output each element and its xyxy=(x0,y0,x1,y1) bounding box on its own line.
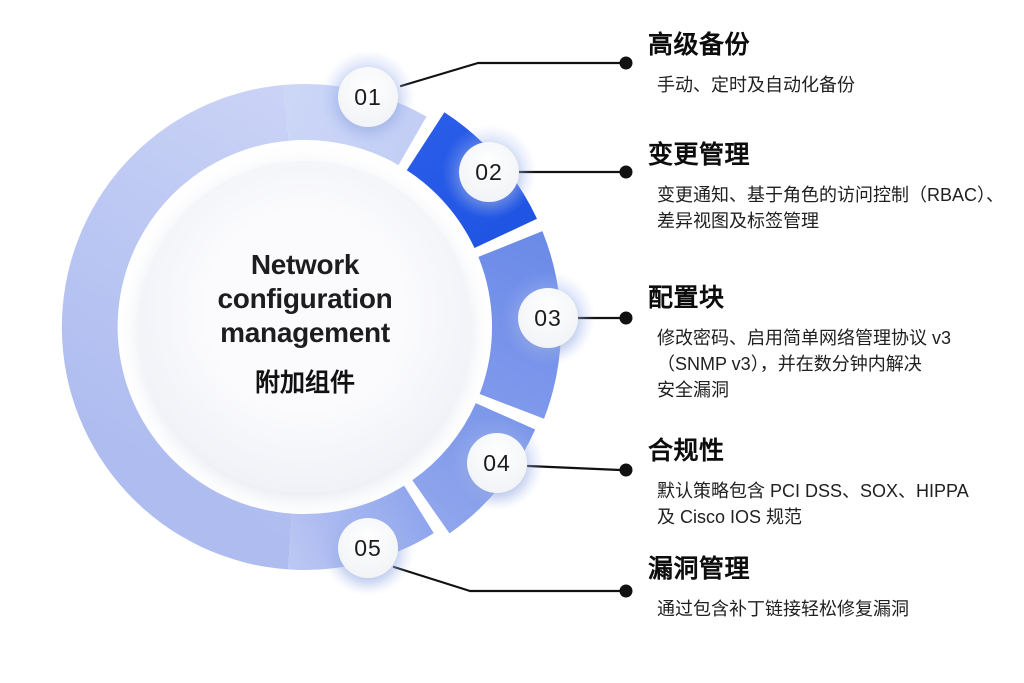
connector-line-1 xyxy=(399,61,623,88)
legend-item-3-desc-line-1: 修改密码、启用简单网络管理协议 v3 xyxy=(657,328,952,348)
legend-item-4-desc: 默认策略包含 PCI DSS、SOX、HIPPA 及 Cisco IOS 规范 xyxy=(657,478,1008,530)
center-label: Network configuration management 附加组件 xyxy=(160,248,450,399)
legend-item-3: 配置块 修改密码、启用简单网络管理协议 v3 （SNMP v3），并在数分钟内解… xyxy=(648,283,1008,403)
connector-dot-4 xyxy=(619,463,633,477)
badge-04: 04 xyxy=(450,416,544,510)
legend-item-2-title: 变更管理 xyxy=(648,141,751,169)
connector-dot-3 xyxy=(619,311,633,325)
legend-item-5-desc-line-1: 通过包含补丁链接轻松修复漏洞 xyxy=(657,599,909,619)
legend-item-2-desc-line-2: 差异视图及标签管理 xyxy=(657,211,819,231)
badge-01-number: 01 xyxy=(354,84,382,110)
legend-item-2-desc-line-1: 变更通知、基于角色的访问控制（RBAC）、 xyxy=(657,185,1005,205)
legend-item-4-desc-line-1: 默认策略包含 PCI DSS、SOX、HIPPA xyxy=(657,481,969,501)
legend-item-3-desc-line-3: 安全漏洞 xyxy=(657,380,729,400)
badge-05: 05 xyxy=(321,501,415,595)
badge-03: 03 xyxy=(501,271,595,365)
badge-02: 02 xyxy=(442,125,536,219)
legend-item-1-desc-line-1: 手动、定时及自动化备份 xyxy=(657,75,855,95)
badge-04-number: 04 xyxy=(483,450,511,476)
badge-02-number: 02 xyxy=(475,159,503,185)
number-badges: 01 02 03 04 05 xyxy=(321,50,595,595)
legend-item-4-title: 合规性 xyxy=(648,437,725,465)
legend-item-3-desc: 修改密码、启用简单网络管理协议 v3 （SNMP v3），并在数分钟内解决 安全… xyxy=(657,325,1008,403)
legend-item-4-desc-line-2: 及 Cisco IOS 规范 xyxy=(657,507,803,527)
legend-item-4: 合规性 默认策略包含 PCI DSS、SOX、HIPPA 及 Cisco IOS… xyxy=(648,436,1008,530)
legend-item-5-title: 漏洞管理 xyxy=(648,555,751,583)
connector-dot-5 xyxy=(619,584,633,598)
badge-01: 01 xyxy=(321,50,415,144)
connector-dot-1 xyxy=(619,56,633,70)
legend-item-3-title: 配置块 xyxy=(648,284,725,312)
connector-dots xyxy=(619,56,633,598)
connector-line-5 xyxy=(392,565,622,593)
legend-item-1: 高级备份 手动、定时及自动化备份 xyxy=(648,30,1008,98)
center-disc xyxy=(139,161,471,493)
legend-item-1-title: 高级备份 xyxy=(648,31,751,59)
center-title: Network configuration management xyxy=(217,249,393,348)
legend-item-2-desc: 变更通知、基于角色的访问控制（RBAC）、 差异视图及标签管理 xyxy=(657,182,1008,234)
badge-05-number: 05 xyxy=(354,535,382,561)
badge-03-number: 03 xyxy=(534,305,562,331)
ring-segment-left-arc xyxy=(61,84,292,570)
legend-item-3-desc-line-2: （SNMP v3），并在数分钟内解决 xyxy=(657,354,922,374)
legend-item-5: 漏洞管理 通过包含补丁链接轻松修复漏洞 xyxy=(648,554,1008,622)
legend-item-1-desc: 手动、定时及自动化备份 xyxy=(657,72,1008,98)
legend-item-5-desc: 通过包含补丁链接轻松修复漏洞 xyxy=(657,596,1008,622)
center-subtitle: 附加组件 xyxy=(254,369,355,397)
legend-item-2: 变更管理 变更通知、基于角色的访问控制（RBAC）、 差异视图及标签管理 xyxy=(648,140,1008,234)
connector-dot-2 xyxy=(619,165,633,179)
